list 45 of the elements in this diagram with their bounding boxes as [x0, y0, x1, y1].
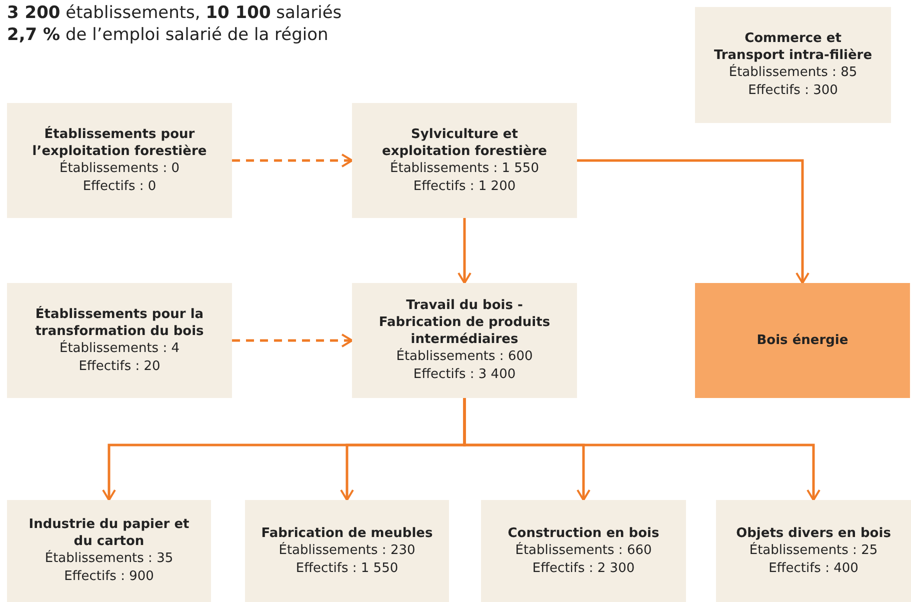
box-heading: Bois énergie — [756, 332, 848, 349]
box-heading: Objets divers en bois — [736, 524, 891, 542]
process-box — [481, 500, 686, 602]
arrow — [577, 159, 810, 284]
box-heading: Sylviculture et exploitation forestière — [381, 126, 548, 160]
box-text: Établissements : 85 — [728, 64, 858, 82]
dashed-arrow — [232, 154, 353, 168]
box-heading: Industrie du papier et du carton — [28, 516, 190, 550]
box-heading: Construction en bois — [508, 524, 660, 542]
box-text: Effectifs : 3 400 — [413, 366, 516, 384]
summary-text: 3 200 établissements, 10 100 salariés — [7, 2, 343, 24]
box-heading: Fabrication de meubles — [261, 524, 433, 542]
process-box — [352, 283, 577, 398]
box-text: Effectifs : 2 300 — [532, 560, 635, 578]
arrow — [458, 218, 472, 284]
box-text: Établissements : 230 — [278, 542, 416, 560]
box-text: Effectifs : 300 — [748, 82, 838, 100]
box-heading: Travail du bois - Fabrication de produits intermédiaires — [378, 297, 552, 348]
process-box — [716, 500, 911, 602]
process-box — [7, 103, 232, 218]
process-box — [695, 7, 891, 123]
process-box — [7, 283, 232, 398]
highlighted-box — [695, 283, 910, 398]
box-text: Effectifs : 400 — [768, 560, 858, 578]
summary-text: 2,7 % de l’emploi salarié de la région — [7, 24, 330, 46]
box-heading: Commerce et Transport intra-filière — [712, 30, 874, 64]
box-text: Établissements : 0 — [60, 160, 180, 178]
box-text: Établissements : 25 — [749, 542, 878, 560]
process-box — [245, 500, 449, 602]
box-text: Établissements : 1 550 — [390, 160, 539, 178]
box-heading: Établissements pour l’exploitation forestière — [31, 126, 208, 160]
box-text: Effectifs : 0 — [82, 178, 156, 196]
box-text: Effectifs : 1 200 — [413, 178, 516, 196]
box-text: Établissements : 660 — [515, 542, 652, 560]
process-box — [7, 500, 211, 602]
box-text: Établissements : 600 — [396, 348, 533, 366]
box-heading: Établissements pour la transformation du bois — [34, 306, 205, 340]
process-box — [352, 103, 577, 218]
box-text: Établissements : 4 — [60, 340, 180, 358]
arrow — [463, 398, 820, 501]
dashed-arrow — [232, 334, 353, 348]
box-text: Effectifs : 900 — [64, 568, 154, 586]
box-text: Établissements : 35 — [44, 550, 174, 568]
box-text: Effectifs : 1 550 — [296, 560, 398, 578]
box-text: Effectifs : 20 — [78, 358, 160, 376]
